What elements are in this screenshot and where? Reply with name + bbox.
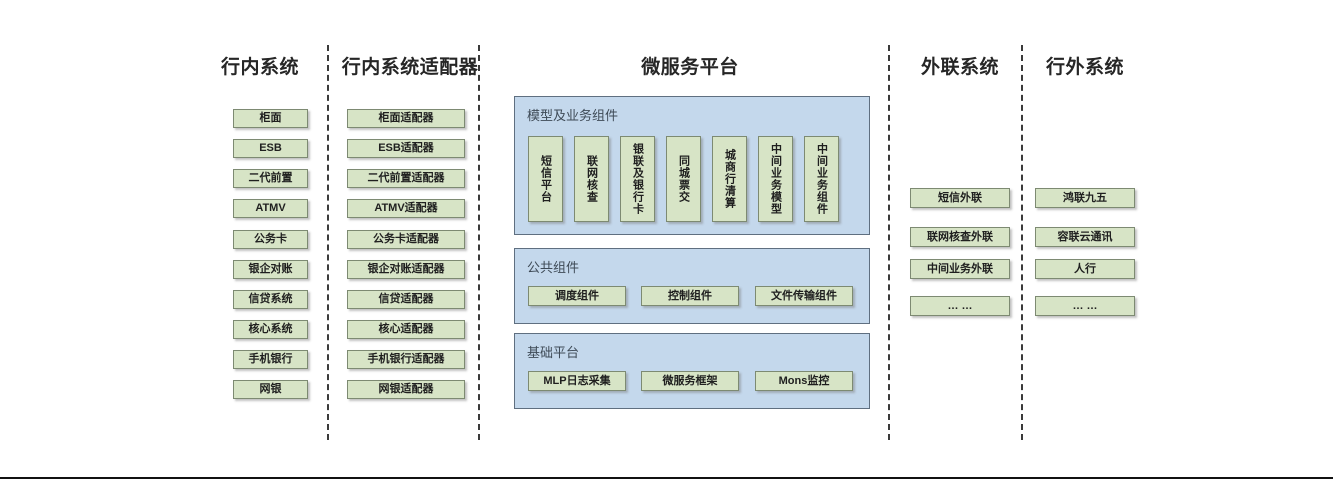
node-in-bank-8[interactable]: 手机银行 bbox=[233, 350, 308, 369]
node-base-0[interactable]: MLP日志采集 bbox=[528, 371, 626, 391]
node-in-bank-adapter-3[interactable]: ATMV适配器 bbox=[347, 199, 465, 218]
column-header-outside-bank: 行外系统 bbox=[1045, 57, 1124, 78]
node-public-0[interactable]: 调度组件 bbox=[528, 286, 626, 306]
node-in-bank-adapter-8[interactable]: 手机银行适配器 bbox=[347, 350, 465, 369]
page-bottom-rule bbox=[0, 477, 1333, 479]
node-in-bank-2[interactable]: 二代前置 bbox=[233, 169, 308, 188]
node-base-1[interactable]: 微服务框架 bbox=[641, 371, 739, 391]
node-in-bank-adapter-1[interactable]: ESB适配器 bbox=[347, 139, 465, 158]
node-in-bank-7[interactable]: 核心系统 bbox=[233, 320, 308, 339]
node-outside-bank-3[interactable]: … … bbox=[1035, 296, 1135, 316]
separator-3 bbox=[888, 45, 890, 440]
node-external-link-2[interactable]: 中间业务外联 bbox=[910, 259, 1010, 279]
node-in-bank-adapter-4[interactable]: 公务卡适配器 bbox=[347, 230, 465, 249]
node-public-1[interactable]: 控制组件 bbox=[641, 286, 739, 306]
column-header-in-bank: 行内系统 bbox=[220, 57, 299, 78]
node-in-bank-adapter-9[interactable]: 网银适配器 bbox=[347, 380, 465, 399]
node-external-link-0[interactable]: 短信外联 bbox=[910, 188, 1010, 208]
node-outside-bank-2[interactable]: 人行 bbox=[1035, 259, 1135, 279]
node-in-bank-0[interactable]: 柜面 bbox=[233, 109, 308, 128]
node-outside-bank-1[interactable]: 容联云通讯 bbox=[1035, 227, 1135, 247]
column-header-in-bank-adapter: 行内系统适配器 bbox=[341, 57, 479, 78]
node-model-2[interactable]: 银联及银行卡 bbox=[620, 136, 655, 222]
node-in-bank-adapter-0[interactable]: 柜面适配器 bbox=[347, 109, 465, 128]
node-model-3[interactable]: 同城票交 bbox=[666, 136, 701, 222]
node-model-3-label: 同城票交 bbox=[677, 155, 690, 203]
node-public-2[interactable]: 文件传输组件 bbox=[755, 286, 853, 306]
node-in-bank-3[interactable]: ATMV bbox=[233, 199, 308, 218]
column-header-external-link: 外联系统 bbox=[920, 57, 999, 78]
node-in-bank-6[interactable]: 信贷系统 bbox=[233, 290, 308, 309]
separator-4 bbox=[1021, 45, 1023, 440]
node-in-bank-adapter-5[interactable]: 银企对账适配器 bbox=[347, 260, 465, 279]
node-model-4-label: 城商行清算 bbox=[723, 149, 736, 209]
separator-1 bbox=[327, 45, 329, 440]
panel-title-model-business-components: 模型及业务组件 bbox=[527, 108, 619, 123]
node-in-bank-adapter-2[interactable]: 二代前置适配器 bbox=[347, 169, 465, 188]
node-in-bank-1[interactable]: ESB bbox=[233, 139, 308, 158]
separator-2 bbox=[478, 45, 480, 440]
node-in-bank-adapter-6[interactable]: 信贷适配器 bbox=[347, 290, 465, 309]
node-model-1-label: 联网核查 bbox=[585, 155, 598, 203]
node-model-6[interactable]: 中间业务组件 bbox=[804, 136, 839, 222]
node-external-link-1[interactable]: 联网核查外联 bbox=[910, 227, 1010, 247]
node-model-1[interactable]: 联网核查 bbox=[574, 136, 609, 222]
node-model-5[interactable]: 中间业务模型 bbox=[758, 136, 793, 222]
node-model-4[interactable]: 城商行清算 bbox=[712, 136, 747, 222]
panel-title-base-platform: 基础平台 bbox=[527, 345, 580, 360]
node-base-2[interactable]: Mons监控 bbox=[755, 371, 853, 391]
node-in-bank-adapter-7[interactable]: 核心适配器 bbox=[347, 320, 465, 339]
column-header-microservice: 微服务平台 bbox=[641, 57, 739, 78]
node-external-link-3[interactable]: … … bbox=[910, 296, 1010, 316]
node-model-2-label: 银联及银行卡 bbox=[631, 143, 644, 215]
node-in-bank-4[interactable]: 公务卡 bbox=[233, 230, 308, 249]
node-model-5-label: 中间业务模型 bbox=[769, 143, 782, 215]
node-model-6-label: 中间业务组件 bbox=[815, 143, 828, 215]
node-in-bank-5[interactable]: 银企对账 bbox=[233, 260, 308, 279]
node-outside-bank-0[interactable]: 鸿联九五 bbox=[1035, 188, 1135, 208]
node-model-0-label: 短信平台 bbox=[539, 155, 552, 203]
node-in-bank-9[interactable]: 网银 bbox=[233, 380, 308, 399]
node-model-0[interactable]: 短信平台 bbox=[528, 136, 563, 222]
panel-title-public-components: 公共组件 bbox=[527, 260, 580, 275]
